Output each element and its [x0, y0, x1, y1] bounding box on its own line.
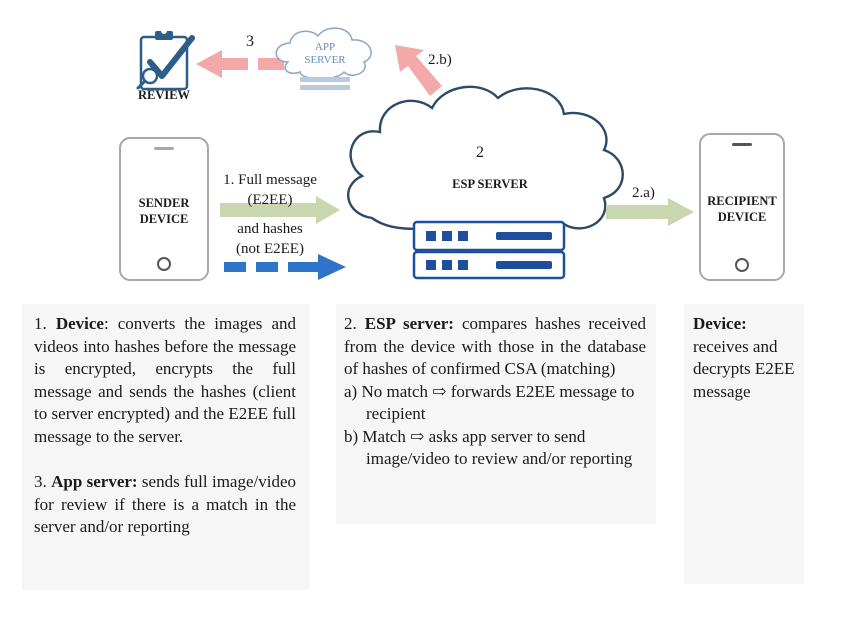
esp-server-cloud — [347, 85, 624, 235]
recipient-panel-background — [684, 304, 804, 584]
device-paragraph: 1. Device: converts the images and video… — [34, 313, 296, 448]
step-2b-label: 2.b) — [428, 52, 452, 68]
app-text: sends full image/video for review if the… — [34, 472, 296, 536]
hashes-arrow — [224, 254, 346, 280]
esp-number: 2. — [344, 314, 357, 333]
recipient-title: Device: — [693, 314, 747, 333]
device-description: 1. Device: converts the images and video… — [34, 313, 296, 539]
sender-label-line2: DEVICE — [139, 212, 189, 226]
review-clipboard-icon — [136, 28, 195, 91]
app-server-cloud — [275, 27, 372, 90]
app-number: 3. — [34, 472, 47, 491]
device-title: Device — [55, 314, 104, 333]
esp-title: ESP server: — [364, 314, 454, 333]
recipient-description: Device: receives and decrypts E2EE messag… — [693, 313, 797, 403]
step-3-label: 3 — [246, 33, 254, 50]
app-server-label-line1: APP — [314, 41, 336, 53]
hashes-line2: (not E2EE) — [236, 241, 304, 257]
full-message-line2: (E2EE) — [247, 192, 293, 208]
recipient-label-line2: DEVICE — [717, 210, 767, 224]
sender-label-line1: SENDER — [138, 196, 190, 210]
app-server-label-line2: SERVER — [304, 54, 346, 66]
review-label: REVIEW — [137, 88, 191, 102]
esp-paragraph: 2. ESP server: compares hashes received … — [344, 313, 646, 381]
recipient-phone-icon — [699, 133, 785, 281]
esp-server-rack — [412, 220, 566, 280]
esp-text: compares hashes received from the device… — [344, 314, 647, 378]
full-message-arrow — [220, 196, 340, 224]
device-text: : converts the images and videos into ha… — [34, 314, 297, 446]
app-server-label: APP SERVER — [298, 41, 352, 67]
hashes-line1: and hashes — [237, 221, 303, 237]
step-2-label: 2 — [476, 144, 484, 161]
esp-no-match-item: a) No match ⇨ forwards E2EE message to r… — [344, 381, 635, 424]
sender-device-label: SENDER DEVICE — [124, 195, 204, 227]
forward-arrow — [606, 198, 694, 226]
recipient-text: receives and decrypts E2EE message — [693, 336, 795, 401]
recipient-paragraph: Device: receives and decrypts E2EE messag… — [693, 313, 797, 403]
recipient-label-line1: RECIPIENT — [707, 194, 777, 208]
recipient-device-label: RECIPIENT DEVICE — [702, 193, 782, 225]
match-arrow — [395, 45, 442, 96]
step-2a-label: 2.a) — [632, 185, 655, 201]
app-server-paragraph: 3. App server: sends full image/video fo… — [34, 471, 296, 539]
esp-server-label: ESP SERVER — [452, 177, 528, 191]
hashes-label: and hashes (not E2EE) — [212, 219, 328, 259]
review-arrow — [196, 50, 284, 78]
sender-phone-icon — [119, 137, 209, 281]
esp-match-item: b) Match ⇨ asks app server to send image… — [344, 426, 633, 469]
esp-description: 2. ESP server: compares hashes received … — [344, 313, 646, 471]
device-panel-background — [22, 304, 310, 590]
device-number: 1. — [34, 314, 47, 333]
full-message-label: 1. Full message (E2EE) — [212, 170, 328, 210]
full-message-line1: 1. Full message — [223, 172, 317, 188]
app-title: App server: — [51, 472, 138, 491]
esp-panel-background — [336, 304, 656, 524]
workflow-diagram — [119, 27, 785, 281]
